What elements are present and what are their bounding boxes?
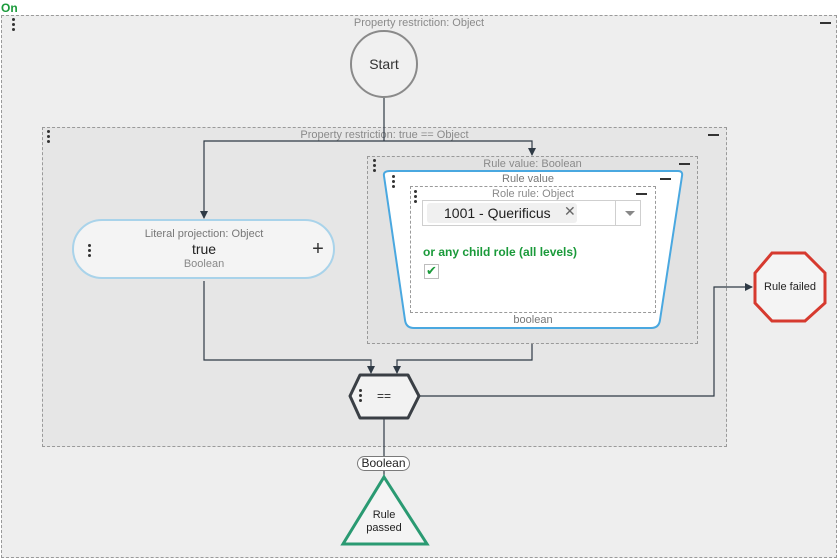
rule-value-inner-title: Rule value bbox=[502, 173, 554, 185]
restriction-title: Property restriction: true == Object bbox=[300, 129, 469, 141]
rule-value-drag-handle-icon[interactable] bbox=[373, 159, 377, 174]
rule-value-inner-drag-handle-icon[interactable] bbox=[392, 175, 396, 190]
restriction-drag-handle-icon[interactable] bbox=[47, 130, 51, 145]
outer-drag-handle-icon[interactable] bbox=[12, 18, 16, 33]
role-rule-title: Role rule: Object bbox=[492, 188, 574, 200]
on-toggle[interactable]: On bbox=[1, 1, 18, 15]
role-select-divider bbox=[615, 201, 616, 225]
operator-label: == bbox=[376, 389, 391, 403]
literal-projection-title: Literal projection: Object bbox=[144, 228, 264, 240]
outer-restriction-title: Property restriction: Object bbox=[353, 17, 485, 29]
literal-add-icon[interactable]: + bbox=[312, 238, 324, 260]
child-role-checkbox[interactable]: ✔ bbox=[424, 263, 439, 279]
rule-passed-label-line1: Rule bbox=[372, 509, 396, 521]
checkmark-icon: ✔ bbox=[426, 263, 437, 278]
role-chip-label: 1001 - Querificus bbox=[444, 205, 551, 221]
rule-value-type: boolean bbox=[513, 314, 553, 326]
literal-drag-handle-icon[interactable] bbox=[88, 244, 92, 259]
rule-value-inner-collapse-button[interactable] bbox=[658, 173, 674, 185]
role-chip[interactable]: 1001 - Querificus ✕ bbox=[427, 203, 577, 223]
role-chip-remove-icon[interactable]: ✕ bbox=[564, 203, 576, 219]
rule-value-title: Rule value: Boolean bbox=[483, 158, 582, 170]
operator-drag-handle-icon[interactable] bbox=[359, 389, 363, 404]
role-select[interactable]: 1001 - Querificus ✕ bbox=[422, 200, 641, 226]
output-type-badge: Boolean bbox=[357, 456, 410, 471]
rule-failed-label: Rule failed bbox=[764, 281, 816, 293]
restriction-collapse-button[interactable] bbox=[706, 129, 722, 141]
rule-passed-label-line2: passed bbox=[366, 522, 402, 534]
chevron-down-icon[interactable] bbox=[625, 211, 635, 216]
child-role-label: or any child role (all levels) bbox=[423, 245, 578, 259]
literal-type: Boolean bbox=[183, 258, 225, 270]
role-rule-collapse-button[interactable] bbox=[634, 188, 650, 200]
start-label: Start bbox=[369, 56, 399, 72]
literal-projection-node[interactable] bbox=[72, 219, 335, 279]
outer-collapse-button[interactable] bbox=[818, 17, 834, 29]
literal-value: true bbox=[191, 241, 217, 257]
rule-value-collapse-button[interactable] bbox=[677, 158, 693, 170]
role-rule-drag-handle-icon[interactable] bbox=[414, 190, 418, 205]
